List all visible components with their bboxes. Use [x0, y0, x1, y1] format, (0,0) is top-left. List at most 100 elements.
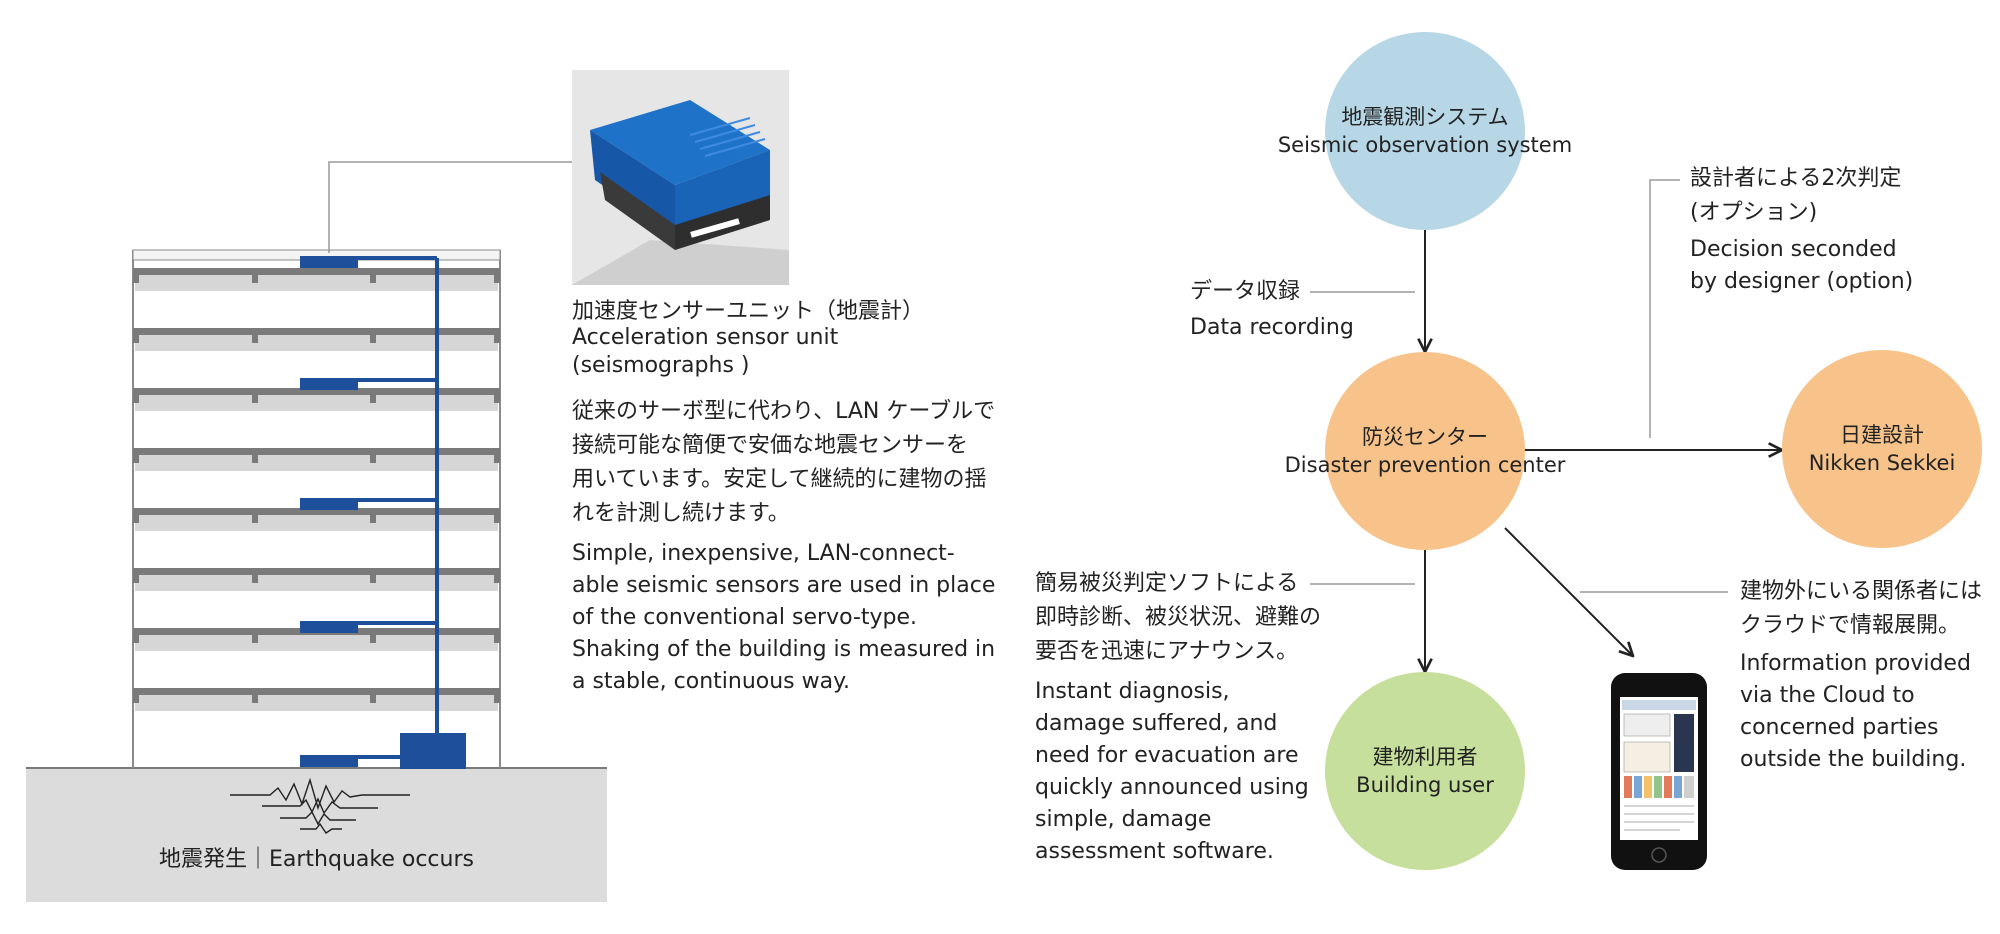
designer-en-1: Decision seconded: [1690, 237, 1897, 262]
floor-ceiling-1: [135, 275, 498, 291]
cloud-ja-2: クラウドで情報展開。: [1740, 613, 1961, 638]
software-ja-2: 即時診断、被災状況、避難の: [1035, 605, 1322, 630]
floor-beam-1-4: [494, 275, 500, 283]
floor-slab-8: [133, 688, 500, 695]
floor-beam-7-2: [252, 635, 258, 643]
floor-beam-6-1: [133, 575, 139, 583]
node-disaster-center: 防災センター Disaster prevention center: [1285, 352, 1565, 550]
sensor-desc-en-1: Simple, inexpensive, LAN-connect-: [572, 541, 955, 566]
floor-slab-3: [133, 388, 500, 395]
software-en-2: damage suffered, and: [1035, 711, 1278, 736]
floor-beam-1-1: [133, 275, 139, 283]
node-seismic-en: Seismic observation system: [1277, 133, 1573, 157]
floor-beam-5-2: [252, 515, 258, 523]
floor-ceiling-3: [135, 395, 498, 411]
floor-ceiling-7: [135, 635, 498, 651]
floor-ceiling-4: [135, 455, 498, 471]
floor-beam-2-1: [133, 335, 139, 343]
software-en-1: Instant diagnosis,: [1035, 679, 1230, 704]
sensor-label-ja: 加速度センサーユニット（地震計）: [572, 299, 925, 324]
floor-beam-4-1: [133, 455, 139, 463]
floor-beam-8-3: [370, 695, 376, 703]
node-building-user: 建物利用者 Building user: [1325, 672, 1525, 870]
smartphone-icon: [1611, 673, 1707, 870]
floor-beam-8-1: [133, 695, 139, 703]
floor-beam-1-3: [370, 275, 376, 283]
floor-beam-7-4: [494, 635, 500, 643]
designer-ja-2: (オプション): [1690, 200, 1818, 225]
floor-beam-3-1: [133, 395, 139, 403]
label-leader-lines: [1310, 179, 1728, 593]
node-nikken-en: Nikken Sekkei: [1808, 451, 1956, 475]
floor-beam-7-1: [133, 635, 139, 643]
floor-ceiling-6: [135, 575, 498, 591]
floor-ceiling-5: [135, 515, 498, 531]
floor-beam-5-3: [370, 515, 376, 523]
floor-beam-4-2: [252, 455, 258, 463]
cloud-ja-1: 建物外にいる関係者には: [1740, 579, 1983, 604]
floor-beam-5-1: [133, 515, 139, 523]
sensor-unit-photo: [572, 70, 789, 285]
sensor-desc-en-3: of the conventional servo-type.: [572, 605, 918, 630]
floor-ceiling-2: [135, 335, 498, 351]
floor-beam-7-3: [370, 635, 376, 643]
seismic-wave-icon: [230, 777, 410, 834]
floor-beam-1-2: [252, 275, 258, 283]
floor-beam-3-4: [494, 395, 500, 403]
data-recording-ja: データ収録: [1190, 279, 1301, 304]
floor-slabs: [133, 268, 500, 711]
sensor-desc-ja-2: 接続可能な簡便で安価な地震センサーを: [572, 433, 969, 458]
ground-block: [26, 768, 607, 902]
node-user-en: Building user: [1356, 773, 1494, 797]
floor-beam-6-2: [252, 575, 258, 583]
floor-beam-3-2: [252, 395, 258, 403]
floor-slab-5: [133, 508, 500, 515]
data-recording-en: Data recording: [1190, 315, 1354, 340]
floor-beam-2-2: [252, 335, 258, 343]
floor-ceiling-8: [135, 695, 498, 711]
cloud-en-4: outside the building.: [1740, 747, 1967, 772]
software-en-4: quickly announced using: [1035, 775, 1309, 800]
floor-beam-6-4: [494, 575, 500, 583]
earthquake-label: 地震発生｜Earthquake occurs: [159, 847, 474, 872]
sensor-desc-en-5: a stable, continuous way.: [572, 669, 850, 694]
sensor-desc-ja-1: 従来のサーボ型に代わり、LAN ケーブルで: [572, 399, 996, 424]
floor-beam-4-4: [494, 455, 500, 463]
designer-ja-1: 設計者による2次判定: [1690, 166, 1902, 191]
sensor-desc-en-4: Shaking of the building is measured in: [572, 637, 996, 662]
software-ja-1: 簡易被災判定ソフトによる: [1035, 571, 1299, 596]
floor-beam-2-4: [494, 335, 500, 343]
sensor-units: [300, 256, 466, 769]
node-nikken-ja: 日建設計: [1840, 423, 1924, 447]
node-seismic-observation: 地震観測システム Seismic observation system: [1278, 32, 1572, 230]
floor-slab-4: [133, 448, 500, 455]
floor-slab-2: [133, 328, 500, 335]
node-seismic-ja: 地震観測システム: [1341, 105, 1509, 129]
software-ja-3: 要否を迅速にアナウンス。: [1035, 639, 1299, 664]
designer-en-2: by designer (option): [1690, 269, 1914, 294]
flow-arrows: [1425, 228, 1782, 672]
node-nikken-sekkei: 日建設計 Nikken Sekkei: [1782, 350, 1982, 548]
floor-slab-1: [133, 268, 500, 275]
floor-beam-3-3: [370, 395, 376, 403]
floor-beam-8-4: [494, 695, 500, 703]
node-center-en: Disaster prevention center: [1284, 453, 1566, 477]
floor-beam-2-3: [370, 335, 376, 343]
cloud-en-1: Information provided: [1740, 651, 1971, 676]
node-user-ja: 建物利用者: [1372, 745, 1478, 769]
software-en-6: assessment software.: [1035, 839, 1274, 864]
sensor-label-en-2: (seismographs ): [572, 353, 750, 378]
software-en-3: need for evacuation are: [1035, 743, 1299, 768]
floor-beam-4-3: [370, 455, 376, 463]
cloud-en-3: concerned parties: [1740, 715, 1939, 740]
floor-beam-5-4: [494, 515, 500, 523]
sensor-label-en-1: Acceleration sensor unit: [572, 325, 839, 350]
cloud-en-2: via the Cloud to: [1740, 683, 1915, 708]
floor-slab-6: [133, 568, 500, 575]
sensor-desc-ja-3: 用いています。安定して継続的に建物の揺: [572, 467, 987, 492]
node-center-ja: 防災センター: [1362, 425, 1488, 449]
floor-beam-8-2: [252, 695, 258, 703]
sensor-desc-en-2: able seismic sensors are used in place: [572, 573, 996, 598]
